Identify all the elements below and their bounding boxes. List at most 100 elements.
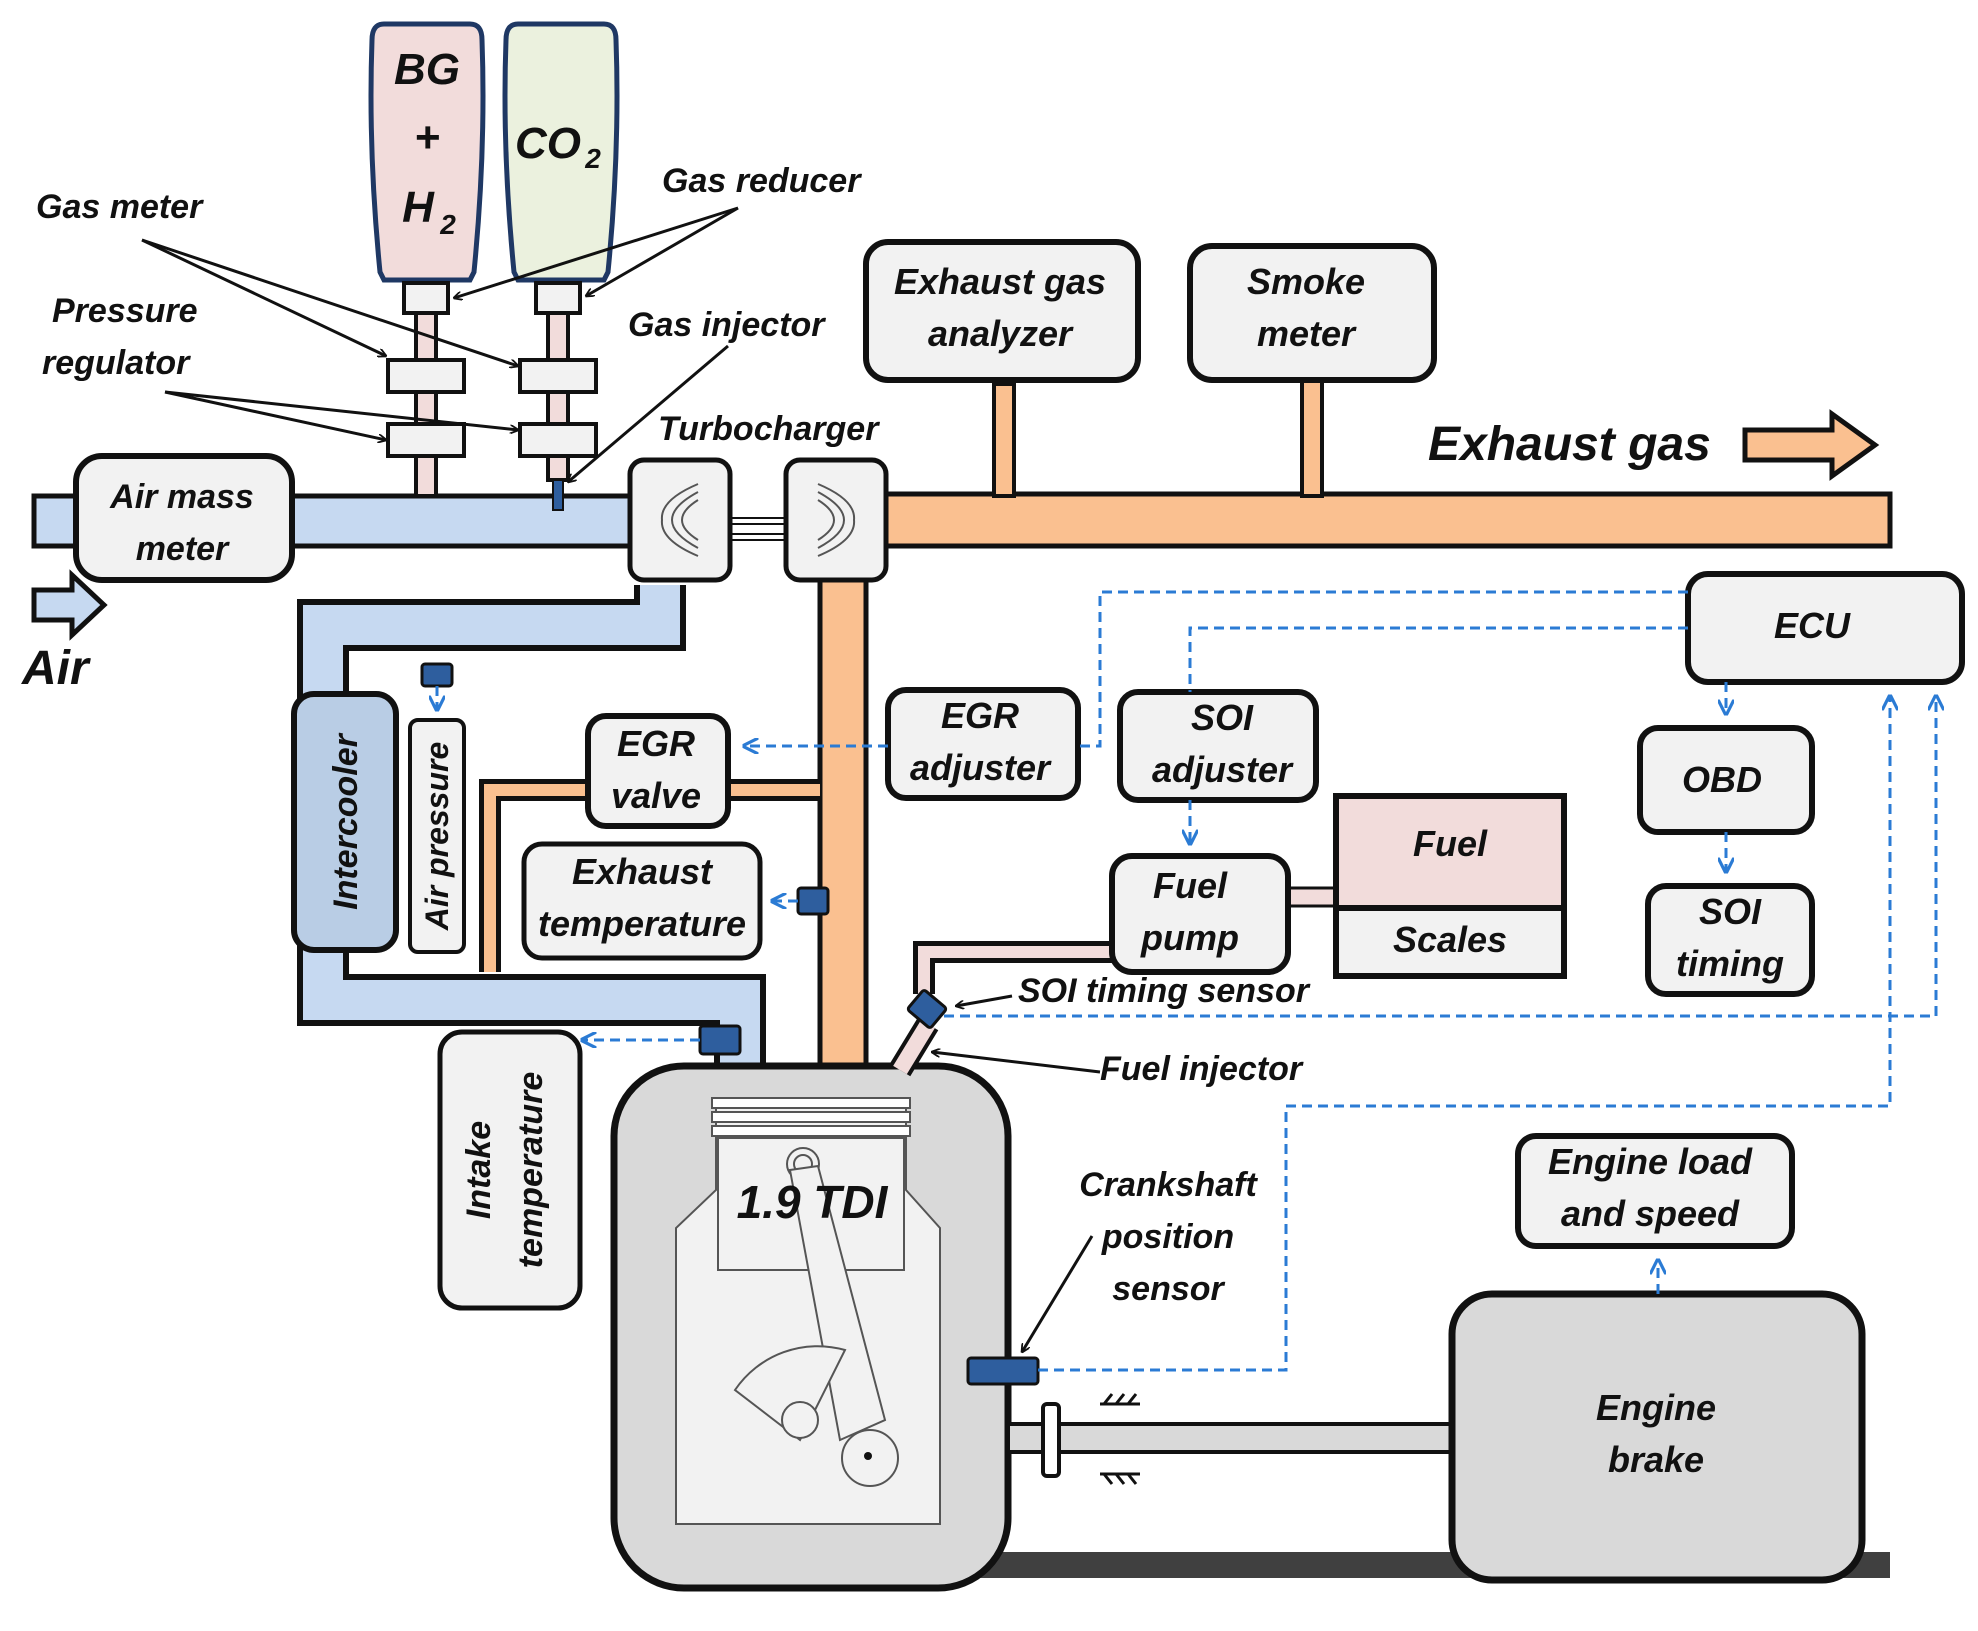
soi-timing-line1: SOI: [1699, 891, 1762, 932]
exhaust-gas-analyzer-line2: analyzer: [928, 313, 1074, 354]
fuel-label: Fuel: [1413, 823, 1488, 864]
drive-shaft: [1006, 1393, 1454, 1485]
soi-adjuster-box: [1117, 689, 1319, 803]
exhaust-temperature-line1: Exhaust: [572, 851, 714, 892]
ecu-label: ECU: [1774, 605, 1851, 646]
crankshaft-label-2: position: [1101, 1218, 1234, 1256]
intercooler-box: [291, 691, 399, 953]
pressure-regulator-bg: [386, 422, 466, 458]
air-mass-meter-line2: meter: [136, 530, 230, 568]
exhaust-temperature-sensor: [796, 886, 830, 916]
gas-meter-bg: [386, 358, 466, 394]
pressure-regulator-co2: [518, 422, 598, 458]
gas-reducer-label: Gas reducer: [662, 162, 862, 200]
gas-components: [386, 281, 598, 511]
co-label: CO: [515, 119, 581, 168]
air-mass-meter-line1: Air mass: [109, 478, 254, 516]
gas-meter-label: Gas meter: [36, 188, 204, 226]
gas-injector-label: Gas injector: [628, 306, 826, 344]
fuel-pump-box: [1109, 853, 1291, 975]
co2-subscript: 2: [584, 143, 601, 174]
turbocharger-label: Turbocharger: [658, 410, 880, 448]
egr-adjuster-box: [885, 687, 1081, 801]
exhaust-main-pipe: [882, 491, 1893, 549]
egr-valve-box: [585, 713, 731, 829]
engine-label: 1.9 TDI: [737, 1176, 889, 1228]
air-mass-meter-box: [73, 453, 295, 583]
fuel-injector-label: Fuel injector: [1100, 1050, 1304, 1088]
smoke-meter-line2: meter: [1257, 313, 1357, 354]
soi-adjuster-line2: adjuster: [1152, 749, 1294, 790]
intake-temperature-sensor: [698, 1024, 742, 1056]
scales-label: Scales: [1393, 919, 1507, 960]
soi-sensor-to-ecu-line: [944, 696, 1936, 1018]
fuel-pump-line1: Fuel: [1153, 865, 1228, 906]
air-inlet-arrow: [31, 569, 108, 641]
soi-timing-sensor-label: SOI timing sensor: [1018, 972, 1311, 1010]
bg-h2-cylinder: BG + H 2: [368, 21, 486, 283]
smoke-tap: [1300, 378, 1324, 498]
crankshaft-position-sensor: [966, 1356, 1040, 1386]
ecu-to-soi-adjuster-line: [1188, 626, 1688, 692]
intake-temperature-box: [437, 1029, 583, 1311]
analyzer-tap: [992, 382, 1016, 498]
intake-temperature-line1: Intake: [460, 1121, 498, 1219]
egr-valve-line1: EGR: [617, 723, 695, 764]
soi-timing-line2: timing: [1676, 943, 1784, 984]
sensors: [420, 662, 1040, 1386]
pressure-regulator-label-1: Pressure: [52, 292, 198, 330]
air-pressure-label: Air pressure: [419, 742, 455, 932]
exhaust-temperature-line2: temperature: [538, 903, 746, 944]
gas-injector: [552, 479, 564, 511]
engine-brake-line2: brake: [1608, 1439, 1704, 1480]
engine-load-speed-box: [1515, 1133, 1795, 1249]
smoke-meter-line1: Smoke: [1247, 261, 1365, 302]
air-label: Air: [21, 642, 91, 695]
compressor: [627, 457, 733, 583]
exhaust-gas-analyzer-line1: Exhaust gas: [894, 261, 1106, 302]
soi-adjuster-line1: SOI: [1191, 697, 1254, 738]
intercooler-label: Intercooler: [327, 732, 365, 909]
air-pressure-box: [408, 718, 466, 954]
engine-block: 1.9 TDI: [610, 1062, 1890, 1592]
turbocharger: [627, 457, 889, 583]
egr-valve-line2: valve: [611, 775, 701, 816]
pointer-lines: [141, 206, 1101, 1352]
bg-label: BG: [394, 45, 460, 94]
h-subscript: 2: [439, 209, 456, 240]
gas-reducer-bg: [402, 281, 450, 315]
exhaust-pipes: [479, 378, 1893, 1073]
crankshaft-sensor-to-ecu-line: [1038, 696, 1890, 1372]
signal-lines: [437, 590, 1936, 1372]
turbine: [783, 457, 889, 583]
scales: [1333, 905, 1567, 979]
crankshaft-label-1: Crankshaft: [1079, 1166, 1258, 1204]
h-label: H: [402, 183, 435, 232]
engine-load-line1: Engine load: [1548, 1141, 1753, 1182]
soi-timing-box: [1645, 883, 1815, 997]
fuel-system: Fuel Scales Fuel pump: [889, 793, 1567, 1077]
engine-brake-box: [1448, 1290, 1866, 1584]
exhaust-outlet-arrow: [1742, 409, 1880, 481]
obd-label: OBD: [1682, 759, 1762, 800]
pressure-regulator-label-2: regulator: [42, 344, 191, 382]
gas-meter-co2: [518, 358, 598, 394]
plus-label: +: [414, 113, 440, 162]
exhaust-gas-label: Exhaust gas: [1428, 418, 1711, 471]
co2-cylinder: CO 2: [502, 21, 620, 283]
air-pressure-sensor: [420, 662, 454, 688]
gas-reducer-co2: [534, 281, 582, 315]
exhaust-temperature-box: [521, 841, 763, 961]
soi-timing-sensor: [906, 989, 948, 1029]
egr-adjuster-line1: EGR: [941, 695, 1019, 736]
intake-temperature-line2: temperature: [512, 1072, 550, 1269]
exhaust-gas-analyzer-box: [863, 239, 1141, 383]
crankshaft-label-3: sensor: [1112, 1270, 1225, 1308]
smoke-meter-box: [1187, 243, 1437, 383]
egr-adjuster-line2: adjuster: [910, 747, 1052, 788]
engine-brake-line1: Engine: [1596, 1387, 1716, 1428]
ecu-to-egr-adjuster-line: [1078, 590, 1688, 748]
fuel-pump-line2: pump: [1140, 917, 1239, 958]
